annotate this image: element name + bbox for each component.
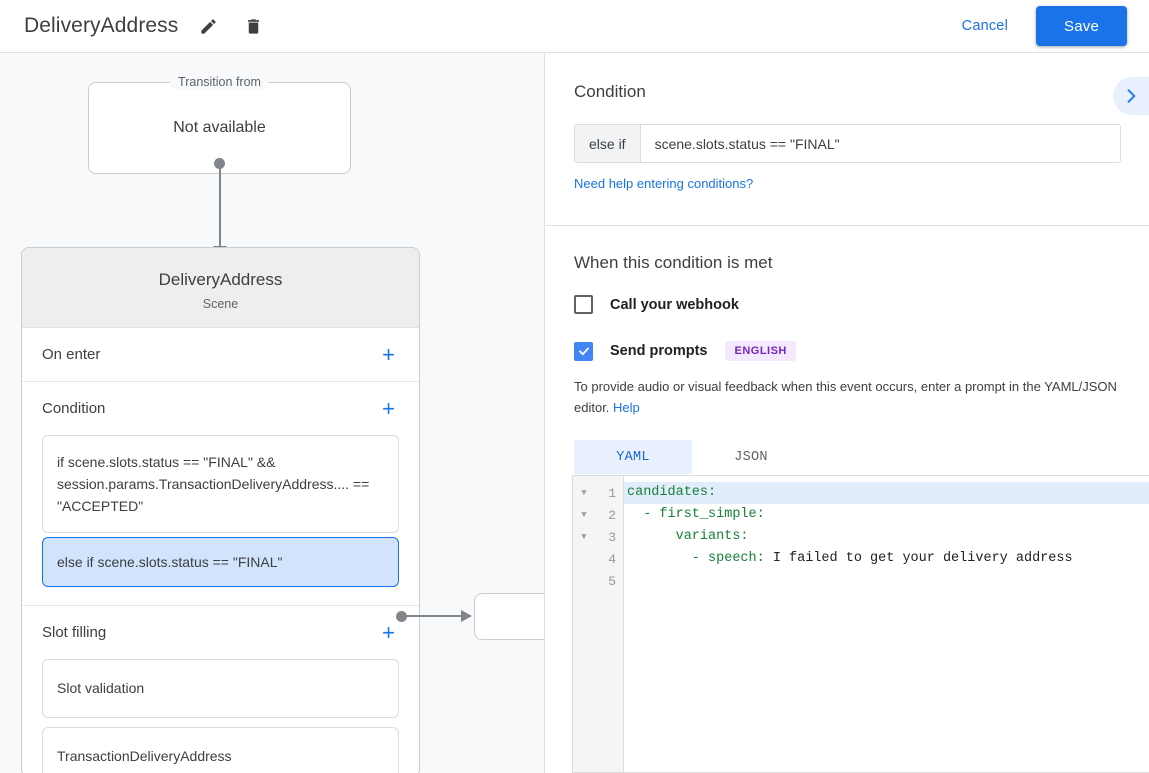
section-header-condition: Condition + — [42, 382, 399, 435]
code-token: first_simple — [659, 507, 757, 522]
transition-from-label: Not available — [173, 119, 266, 136]
section-title-condition: Condition — [42, 400, 106, 417]
editor-line-number: 4 — [608, 551, 616, 567]
condition-item[interactable]: if scene.slots.status == "FINAL" && sess… — [42, 435, 399, 534]
condition-block: Condition else if Need help entering con… — [546, 53, 1149, 226]
code-token: : — [756, 551, 773, 566]
editor-line-number: 5 — [608, 573, 616, 589]
editor-gutter-row: 5 — [573, 570, 623, 592]
code-token: candidates — [627, 485, 709, 500]
pencil-icon — [201, 18, 216, 34]
add-on-enter-button[interactable]: + — [382, 341, 395, 367]
code-token: speech — [708, 551, 757, 566]
condition-help-link[interactable]: Need help entering conditions? — [574, 176, 754, 191]
scene-subtitle: Scene — [202, 297, 239, 311]
editor-format-tabs: YAML JSON — [574, 440, 1121, 475]
check-icon — [578, 347, 589, 356]
condition-input-row[interactable]: else if — [574, 124, 1121, 163]
editor-line-number: 3 — [608, 529, 616, 545]
code-token: : — [756, 507, 765, 522]
send-prompts-row[interactable]: Send prompts ENGLISH — [574, 341, 1121, 361]
scene-title: DeliveryAddress — [158, 270, 283, 289]
condition-edge-arrowhead — [461, 610, 472, 622]
editor-line-number: 1 — [608, 485, 616, 501]
trash-icon — [247, 18, 259, 34]
tab-json[interactable]: JSON — [734, 449, 768, 465]
delete-button[interactable] — [239, 12, 267, 40]
editor-code-area[interactable]: candidates: - first_simple: variants: - … — [624, 476, 1149, 772]
section-on-enter: On enter + — [22, 328, 419, 382]
fold-triangle-icon[interactable]: ▼ — [581, 532, 587, 542]
section-title-on-enter: On enter — [42, 346, 101, 363]
call-webhook-label: Call your webhook — [610, 296, 739, 313]
top-app-bar: DeliveryAddress Cancel Save — [0, 0, 1149, 53]
editor-code-line[interactable]: - first_simple: — [624, 504, 1149, 526]
flow-canvas[interactable]: Transition from Not available DeliveryAd… — [0, 53, 545, 773]
condition-edge-dot — [396, 611, 407, 622]
fold-triangle-icon[interactable]: ▼ — [581, 488, 587, 498]
editor-code-line[interactable]: candidates: — [624, 482, 1149, 504]
editor-gutter-row: ▼1 — [573, 482, 623, 504]
connector-line — [219, 163, 221, 251]
transition-from-legend: Transition from — [170, 75, 269, 89]
language-badge: ENGLISH — [725, 341, 796, 361]
code-token: : — [740, 529, 749, 544]
fold-triangle-icon[interactable]: ▼ — [581, 510, 587, 520]
section-condition: Condition + if scene.slots.status == "FI… — [22, 382, 419, 607]
editor-gutter-row: 4 — [573, 548, 623, 570]
prompts-help-link[interactable]: Help — [613, 400, 640, 416]
send-prompts-checkbox[interactable] — [574, 341, 593, 361]
section-title-slot-filling: Slot filling — [42, 624, 107, 642]
cancel-button[interactable]: Cancel — [952, 10, 1018, 42]
code-token: - — [627, 507, 660, 522]
code-token — [627, 529, 676, 544]
section-slot-filling: Slot filling + Slot validation Transacti… — [22, 606, 419, 773]
editor-code-line[interactable] — [624, 570, 1149, 592]
add-condition-button[interactable]: + — [382, 395, 395, 421]
condition-heading: Condition — [574, 82, 646, 101]
code-token: - — [627, 551, 709, 566]
call-webhook-checkbox[interactable] — [574, 295, 593, 314]
editor-code-line[interactable]: - speech: I failed to get your delivery … — [624, 548, 1149, 570]
condition-target-node[interactable] — [474, 593, 544, 640]
slot-validation-item[interactable]: Slot validation — [42, 659, 399, 718]
send-prompts-label: Send prompts — [610, 343, 708, 359]
editor-line-number: 2 — [608, 507, 616, 523]
code-token: : — [708, 485, 717, 500]
when-condition-met-block: When this condition is met Call your web… — [546, 226, 1149, 475]
section-header-on-enter: On enter + — [42, 328, 399, 381]
page-title: DeliveryAddress — [24, 14, 179, 37]
scene-card-header: DeliveryAddress Scene — [22, 248, 419, 328]
chevron-right-icon — [1127, 89, 1136, 103]
code-token: variants — [675, 529, 741, 544]
save-button[interactable]: Save — [1036, 6, 1127, 46]
collapse-panel-button[interactable] — [1113, 77, 1149, 115]
editor-code-line[interactable]: variants: — [624, 526, 1149, 548]
prompts-description: To provide audio or visual feedback when… — [574, 376, 1121, 418]
editor-gutter-row: ▼3 — [573, 526, 623, 548]
slot-item[interactable]: TransactionDeliveryAddress — [42, 726, 399, 773]
condition-edge-line — [405, 615, 464, 617]
webhook-row[interactable]: Call your webhook — [574, 295, 1121, 314]
prompts-description-text: To provide audio or visual feedback when… — [574, 379, 1117, 416]
edit-button[interactable] — [194, 12, 222, 40]
when-met-heading: When this condition is met — [574, 253, 773, 272]
tab-yaml[interactable]: YAML — [574, 440, 692, 475]
section-header-slot-filling: Slot filling + — [42, 606, 399, 659]
editor-gutter-row: ▼2 — [573, 504, 623, 526]
code-token: I failed to get your delivery address — [772, 551, 1073, 566]
condition-expression-input[interactable] — [640, 125, 1120, 162]
add-slot-filling-button[interactable]: + — [382, 619, 395, 645]
condition-operator-prefix: else if — [575, 125, 641, 162]
transition-to-node[interactable]: DeliveryAddress Scene On enter + Conditi… — [21, 247, 420, 773]
condition-item-selected[interactable]: else if scene.slots.status == "FINAL" — [42, 537, 399, 588]
